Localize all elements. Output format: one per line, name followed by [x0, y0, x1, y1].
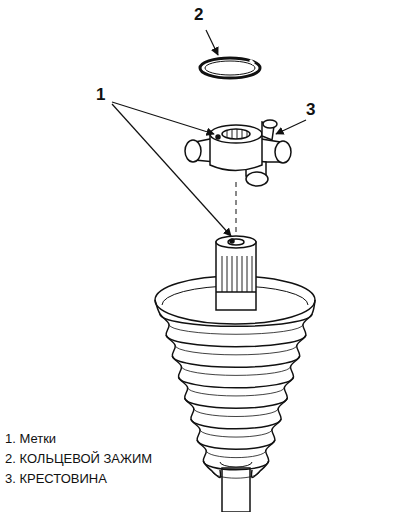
leader-lines	[112, 30, 306, 236]
key-entry: 1. Метки	[5, 432, 56, 446]
snap-ring	[200, 58, 260, 78]
callout-number: 1	[96, 86, 105, 105]
key-entry: 2. КОЛЬЦЕВОЙ ЗАЖИМ	[5, 452, 152, 466]
key-entry: 3. КРЕСТОВИНА	[5, 472, 107, 486]
boot-bellows	[155, 300, 315, 478]
callout-number: 2	[194, 6, 203, 25]
shaft	[216, 236, 256, 512]
assembly-line	[236, 182, 237, 236]
callout-number: 3	[306, 101, 315, 120]
